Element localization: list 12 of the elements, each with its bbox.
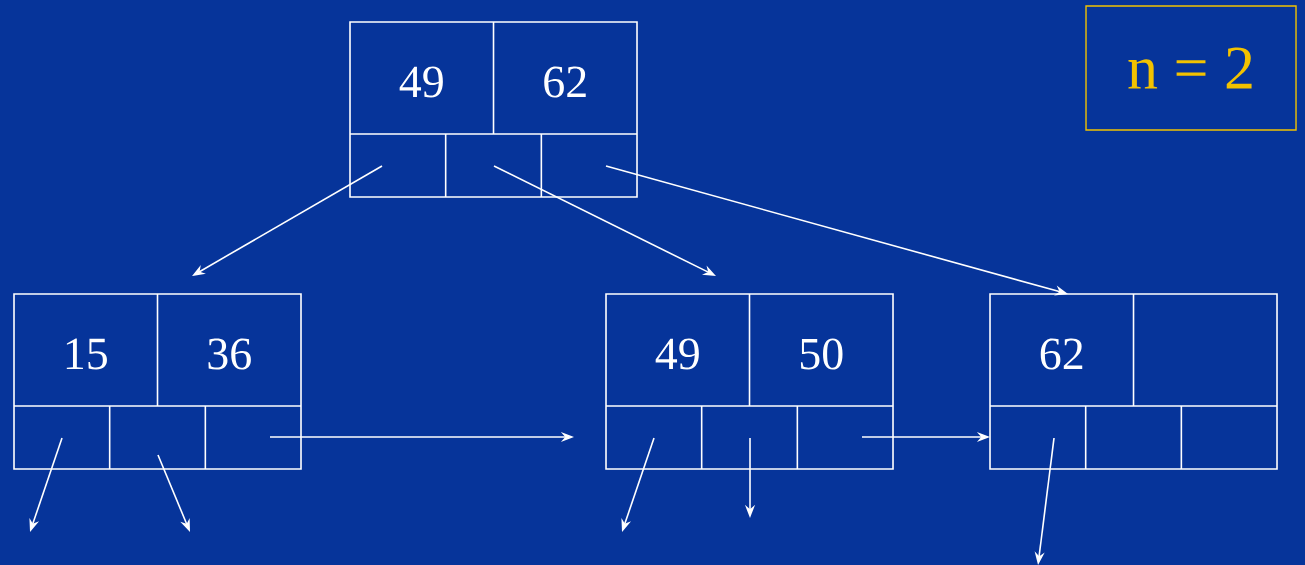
- key-value: 49: [655, 338, 699, 370]
- key-value: 62: [544, 66, 586, 98]
- tree-node: [349, 21, 638, 198]
- key-value: 49: [399, 66, 443, 98]
- key-value: 15: [66, 338, 107, 370]
- parameter-box: n = 2: [1085, 5, 1297, 131]
- tree-node: [989, 293, 1278, 470]
- key-value: 62: [1040, 338, 1083, 370]
- key-value: 36: [208, 338, 251, 370]
- tree-node: [13, 293, 302, 470]
- tree-node: [605, 293, 894, 470]
- key-value: 50: [800, 338, 843, 370]
